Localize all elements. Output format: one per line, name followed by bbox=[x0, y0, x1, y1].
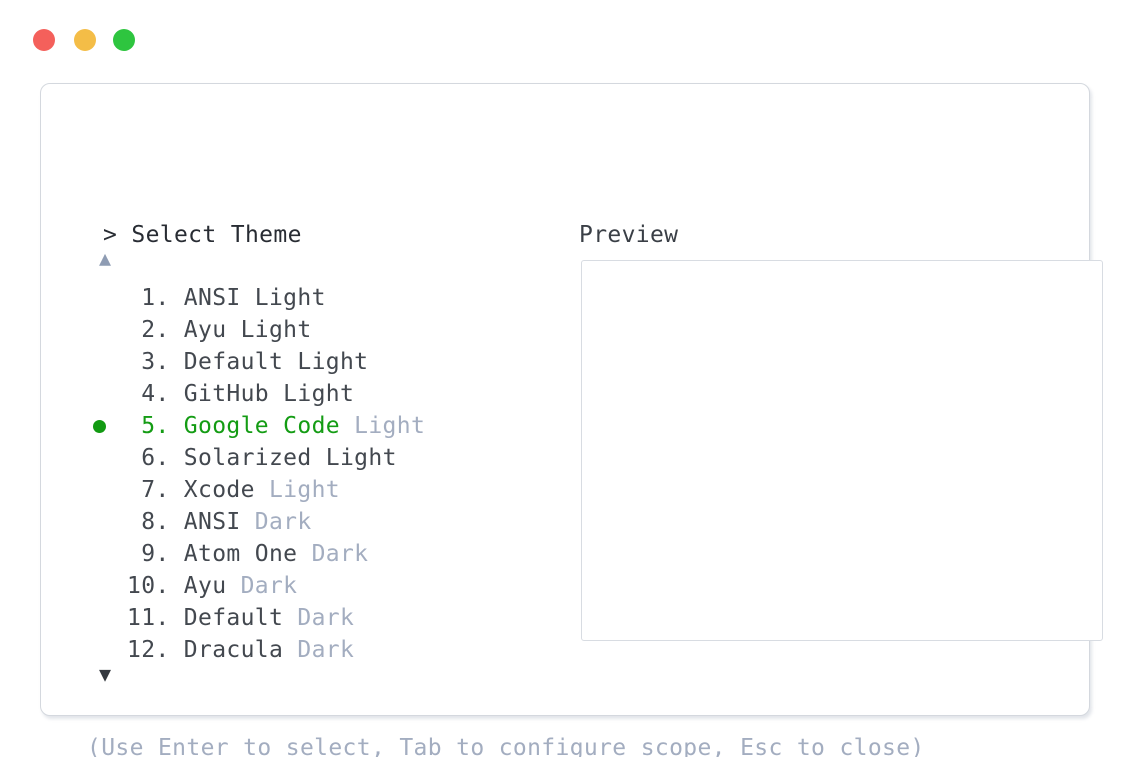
theme-list: 1. ANSI Light 2. Ayu Light 3. Default Li… bbox=[93, 282, 557, 666]
scroll-down-icon[interactable]: ▼ bbox=[99, 662, 112, 686]
theme-list-item[interactable]: 5. Google Code Light bbox=[93, 410, 557, 442]
theme-list-item[interactable]: 8. ANSI Dark bbox=[127, 509, 312, 535]
selected-bullet-icon bbox=[93, 420, 106, 433]
close-button[interactable] bbox=[33, 29, 55, 51]
theme-list-item[interactable]: 6. Solarized Light bbox=[127, 445, 397, 471]
theme-picker-window: > Select Theme ▲ 1. ANSI Light 2. Ayu Li… bbox=[40, 83, 1103, 757]
minimize-button[interactable] bbox=[74, 29, 96, 51]
maximize-button[interactable] bbox=[113, 29, 135, 51]
theme-list-item[interactable]: 2. Ayu Light bbox=[127, 317, 312, 343]
scroll-up-icon[interactable]: ▲ bbox=[99, 246, 112, 270]
theme-list-item[interactable]: 4. GitHub Light bbox=[127, 381, 355, 407]
theme-list-item[interactable]: 3. Default Light bbox=[127, 349, 369, 375]
preview-pane: 1 # function2 def fibonacci(n):3 a, b = … bbox=[581, 260, 1103, 641]
theme-list-item[interactable]: 9. Atom One Dark bbox=[127, 541, 369, 567]
preview-title: Preview bbox=[579, 222, 679, 248]
theme-list-item[interactable]: 1. ANSI Light bbox=[127, 285, 326, 311]
theme-list-item[interactable]: 10. Ayu Dark bbox=[127, 573, 298, 599]
theme-list-item[interactable]: 7. Xcode Light bbox=[127, 477, 340, 503]
page-title: > Select Theme bbox=[103, 222, 302, 248]
theme-list-item[interactable]: 12. Dracula Dark bbox=[127, 637, 355, 663]
help-text: (Use Enter to select, Tab to configure s… bbox=[87, 735, 925, 757]
theme-list-item[interactable]: 11. Default Dark bbox=[127, 605, 355, 631]
